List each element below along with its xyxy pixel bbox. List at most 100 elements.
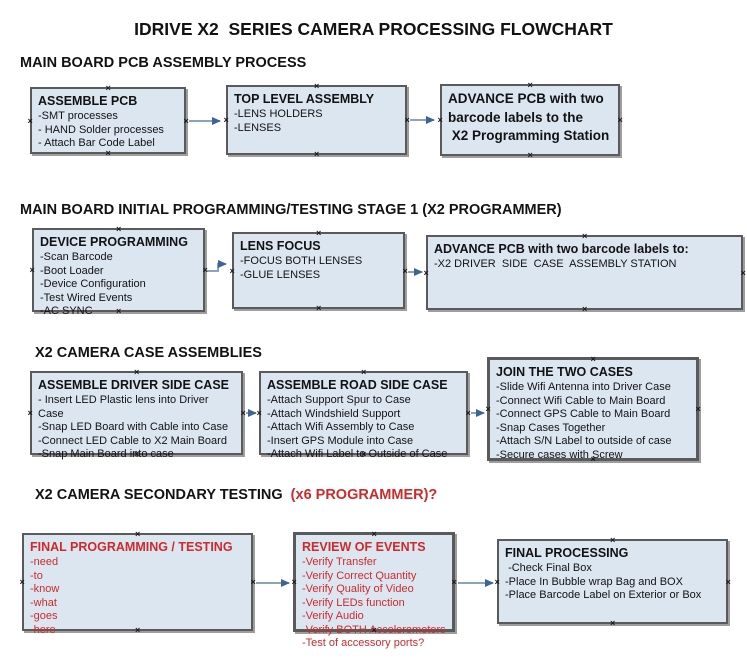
box-title: ADVANCE PCB with two barcode labels to: <box>434 242 689 256</box>
box-item: -Attach Windshield Support <box>267 407 401 420</box>
connection-handle-icon[interactable]: × <box>250 577 256 587</box>
box-item: -Place Barcode Label on Exterior or Box <box>505 589 702 601</box>
box-item: -Attach Support Spur to Case <box>267 394 411 406</box>
box-item: -Connect LED Cable to X2 Main Board <box>38 434 227 447</box>
box-title: LENS FOCUS <box>240 239 321 253</box>
box-title: ASSEMBLE DRIVER SIDE CASE <box>38 378 230 392</box>
connection-handle-icon[interactable]: × <box>240 408 246 418</box>
box-item: -LENSES <box>234 121 282 134</box>
connection-handle-icon[interactable]: × <box>115 224 122 234</box>
connection-handle-icon[interactable]: × <box>202 265 208 275</box>
box-item: -Verify BOTH Accelerometers <box>302 623 446 636</box>
connection-handle-icon[interactable]: × <box>695 404 701 414</box>
connection-handle-icon[interactable]: × <box>223 115 229 125</box>
connection-handle-icon[interactable]: × <box>451 577 457 587</box>
connection-handle-icon[interactable]: × <box>725 576 731 587</box>
flow-box-assemble-driver-side-case[interactable]: × × × × ASSEMBLE DRIVER SIDE CASE - Insert … <box>27 367 245 461</box>
box-item: -Snap Cases Together <box>496 421 606 434</box>
connection-handle-icon[interactable]: × <box>527 80 533 90</box>
box-title: TOP LEVEL ASSEMBLY <box>234 92 375 106</box>
connection-handle-icon[interactable]: × <box>133 449 140 459</box>
box-item: -Verify Transfer <box>302 556 377 568</box>
box-item: -Slide Wifi Antenna into Driver Case <box>496 381 671 393</box>
box-item: -goes <box>30 610 58 622</box>
connection-handle-icon[interactable]: × <box>315 303 322 313</box>
connection-handle-icon[interactable]: × <box>105 148 111 158</box>
flow-box-lens-focus[interactable]: × × × × LENS FOCUS -FOCUS BOTH LENSES -GLUE… <box>229 228 407 313</box>
connection-handle-icon[interactable]: × <box>183 115 189 126</box>
connection-handle-icon[interactable]: × <box>360 367 367 377</box>
connection-handle-icon[interactable]: × <box>437 115 443 125</box>
connection-handle-icon[interactable]: × <box>105 83 111 93</box>
connection-handle-icon[interactable]: × <box>494 576 500 587</box>
box-item: -LENS HOLDERS <box>234 108 323 120</box>
box-item: -Verify Quality of Video <box>302 583 414 595</box>
connection-handle-icon[interactable]: × <box>402 265 408 276</box>
box-item: -Attach S/N Label to outside of case <box>496 435 672 447</box>
box-title: ASSEMBLE ROAD SIDE CASE <box>267 378 448 392</box>
connection-handle-icon[interactable]: × <box>590 454 596 464</box>
flow-box-device-programming[interactable]: ×××× DEVICE PROGRAMMING -Scan Barcode -B… <box>29 224 207 318</box>
box-item: -GLUE LENSES <box>240 268 321 281</box>
box-item: -need <box>30 556 59 568</box>
flow-box-final-programming-testing[interactable]: ×××× FINAL PROGRAMMING / TESTING -need -… <box>19 529 255 636</box>
box-item: -Boot Loader <box>40 264 104 277</box>
flow-box-review-of-events[interactable]: ×××× REVIEW OF EVENTS -Verify Transfer -… <box>291 529 457 650</box>
section-heading-initial-programming: MAIN BOARD INITIAL PROGRAMMING/TESTING S… <box>20 202 562 218</box>
box-item: -SMT processes <box>38 110 118 122</box>
connection-handle-icon[interactable]: × <box>609 535 616 545</box>
connection-handle-icon[interactable]: × <box>581 231 588 241</box>
flow-box-assemble-pcb[interactable]: ×××× ASSEMBLE PCB -SMT processes - HAND … <box>27 83 188 158</box>
box-item: -Place In Bubble wrap Bag and BOX <box>505 575 683 588</box>
connection-handle-icon[interactable]: × <box>19 577 25 587</box>
box-item: -X2 DRIVER SIDE CASE ASSEMBLY STATION <box>434 258 677 270</box>
connection-handle-icon[interactable]: × <box>133 367 140 377</box>
connection-handle-icon[interactable]: × <box>360 449 367 459</box>
flow-box-final-processing[interactable]: ×××× FINAL PROCESSING -Check Final Box -… <box>494 535 730 628</box>
connection-handle-icon[interactable]: × <box>229 265 235 276</box>
connection-handle-icon[interactable]: × <box>29 265 35 275</box>
connection-handle-icon[interactable]: × <box>527 150 533 160</box>
connection-handle-icon[interactable]: × <box>581 304 588 314</box>
connection-handle-icon[interactable]: × <box>590 354 596 364</box>
connection-handle-icon[interactable]: × <box>291 577 297 587</box>
box-item: -Attach Wifi Assembly to Case <box>267 421 415 433</box>
connection-handle-icon[interactable]: × <box>740 267 746 278</box>
flow-box-advance-pcb-case-assembly[interactable]: × × × × ADVANCE PCB with two barcode labels… <box>423 231 745 314</box>
connection-handle-icon[interactable]: × <box>134 625 141 635</box>
connection-handle-icon[interactable]: × <box>315 228 322 238</box>
section-heading-case-assemblies: X2 CAMERA CASE ASSEMBLIES <box>35 345 262 361</box>
connection-handle-icon[interactable]: × <box>609 618 616 628</box>
flow-box-join-the-two-cases[interactable]: ×××× JOIN THE TWO CASES -Slide Wifi Ante… <box>485 354 701 464</box>
connection-handle-icon[interactable]: × <box>115 306 122 316</box>
connection-handle-icon[interactable]: × <box>371 529 377 539</box>
connection-handle-icon[interactable]: × <box>27 408 33 418</box>
flow-box-top-level-assembly[interactable]: × × × × TOP LEVEL ASSEMBLY -LENS HOLDERS -L… <box>223 81 409 159</box>
connection-handle-icon[interactable]: × <box>404 115 410 125</box>
box-item: - Attach Bar Code Label <box>38 137 155 149</box>
box-item: -Verify LEDs function <box>302 596 405 609</box>
connection-handle-icon[interactable]: × <box>313 149 320 159</box>
flow-box-advance-pcb-programming-station[interactable]: ×××× ADVANCE PCB with two barcode labels… <box>437 80 622 160</box>
flow-box-assemble-road-side-case[interactable]: × × × × ASSEMBLE ROAD SIDE CASE -Attach Sup… <box>256 367 470 461</box>
box-item: -Attach Wifi Label to Outside of Case <box>267 448 448 460</box>
connection-handle-icon[interactable]: × <box>313 81 320 91</box>
connection-handle-icon[interactable]: × <box>27 115 33 126</box>
connection-handle-icon[interactable]: × <box>134 529 141 539</box>
box-item: - Insert LED Plastic lens into Driver Ca… <box>38 394 212 420</box>
box-item: -Check Final Box <box>505 562 592 574</box>
box-item: -Secure cases with Screw <box>496 448 623 461</box>
box-item: -FOCUS BOTH LENSES <box>240 255 363 267</box>
connection-handle-icon[interactable]: × <box>617 115 623 125</box>
box-item: - HAND Solder processes <box>38 123 164 136</box>
section-heading-secondary-testing-black: X2 CAMERA SECONDARY TESTING <box>35 487 291 503</box>
connection-handle-icon[interactable]: × <box>256 408 262 418</box>
connection-handle-icon[interactable]: × <box>465 408 471 418</box>
connection-handle-icon[interactable]: × <box>423 267 429 278</box>
connection-handle-icon[interactable]: × <box>371 625 377 635</box>
section-heading-x6-programmer: (x6 PROGRAMMER)? <box>290 487 438 503</box>
connection-handle-icon[interactable]: × <box>485 404 491 414</box>
section-heading-pcb-assembly: MAIN BOARD PCB ASSEMBLY PROCESS <box>20 55 307 71</box>
box-item: -Scan Barcode <box>40 251 113 263</box>
